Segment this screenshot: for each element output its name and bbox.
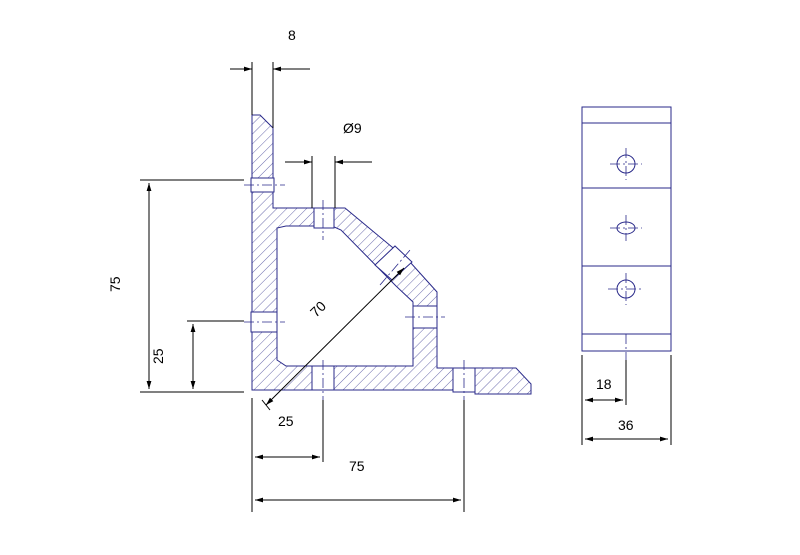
dim-wall-thickness: 8 — [288, 27, 296, 43]
side-body — [581, 106, 672, 352]
dim-side-hole-offset: 18 — [596, 376, 612, 392]
dim-diagonal: 70 — [307, 298, 329, 320]
dim-height-hole: 25 — [150, 348, 166, 364]
dim-hole-offset-x: 25 — [278, 413, 294, 429]
vertical-leg-top — [251, 114, 274, 179]
dim-side-width: 36 — [618, 417, 634, 433]
dim-width-total: 75 — [349, 458, 365, 474]
side-dimensions: 18 36 — [581, 355, 672, 445]
dim-height-total: 75 — [107, 276, 123, 292]
front-dimensions: 8 Ø9 75 25 70 25 75 — [107, 27, 465, 512]
base-toe — [474, 367, 532, 395]
top-hole-section — [313, 207, 335, 229]
dimension-line — [265, 267, 405, 406]
front-view — [244, 114, 532, 400]
extension-line — [261, 399, 271, 411]
dim-hole-diameter: Ø9 — [343, 120, 362, 136]
side-view — [581, 106, 672, 360]
bracket-body — [251, 191, 464, 391]
